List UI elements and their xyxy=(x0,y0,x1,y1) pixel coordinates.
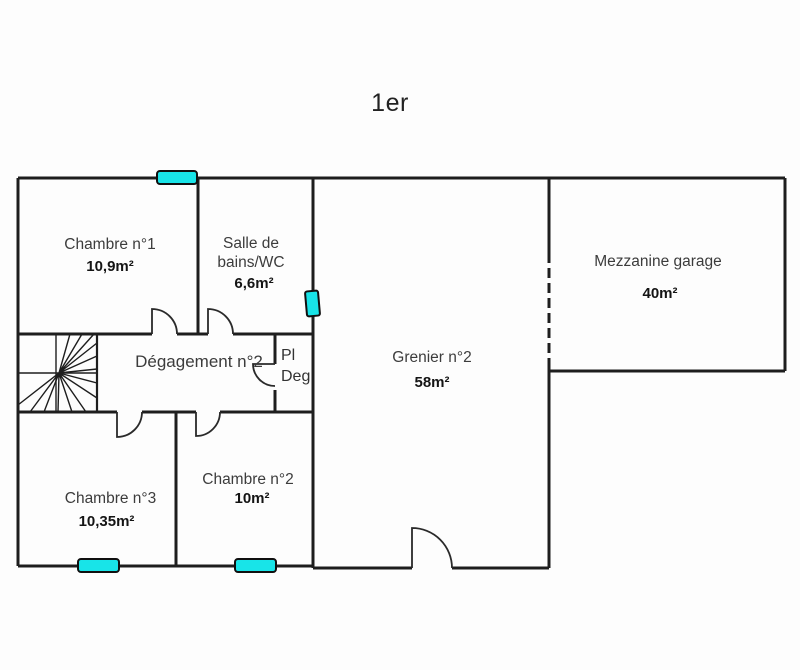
room-area-bathroom: 6,6m² xyxy=(234,275,274,292)
window-icon-chambre2 xyxy=(234,558,277,573)
door-chambre3 xyxy=(116,411,143,438)
room-area-mezzanine: 40m² xyxy=(642,285,678,302)
floor-title: 1er xyxy=(371,89,409,117)
room-label-degagement: Dégagement n°2 xyxy=(135,352,263,371)
room-area-grenier: 58m² xyxy=(414,374,450,391)
door-chambre1 xyxy=(151,308,178,335)
door-closet xyxy=(252,363,276,387)
room-label-closet: Pl Deg xyxy=(281,345,310,387)
room-label-chambre1: Chambre n°1 xyxy=(64,236,156,253)
room-label-chambre2: Chambre n°2 xyxy=(202,471,294,488)
closet-label-line1: Pl xyxy=(281,347,296,364)
door-chambre2 xyxy=(195,411,221,437)
window-icon-top xyxy=(156,170,198,185)
room-area-chambre1: 10,9m² xyxy=(86,258,134,275)
staircase xyxy=(17,332,99,413)
room-label-bathroom: Salle de bains/WC xyxy=(217,235,285,271)
door-bathroom xyxy=(207,308,234,335)
window-icon-chambre3 xyxy=(77,558,120,573)
room-label-grenier: Grenier n°2 xyxy=(392,349,472,366)
windows xyxy=(77,170,321,573)
exterior-walls xyxy=(16,176,787,570)
staircase-dividers xyxy=(18,334,97,412)
staircase-frame xyxy=(18,332,99,412)
door-arcs xyxy=(116,308,453,569)
door-grenier xyxy=(411,527,453,569)
room-label-mezzanine: Mezzanine garage xyxy=(594,253,722,270)
room-area-chambre2: 10m² xyxy=(234,490,270,507)
room-label-chambre3: Chambre n°3 xyxy=(64,490,157,507)
staircase-treads xyxy=(17,333,98,413)
window-icon-bathroom xyxy=(304,289,321,318)
interior-walls xyxy=(18,178,551,568)
closet-label-line2: Deg xyxy=(281,368,311,385)
room-area-chambre3: 10,35m² xyxy=(78,513,135,530)
